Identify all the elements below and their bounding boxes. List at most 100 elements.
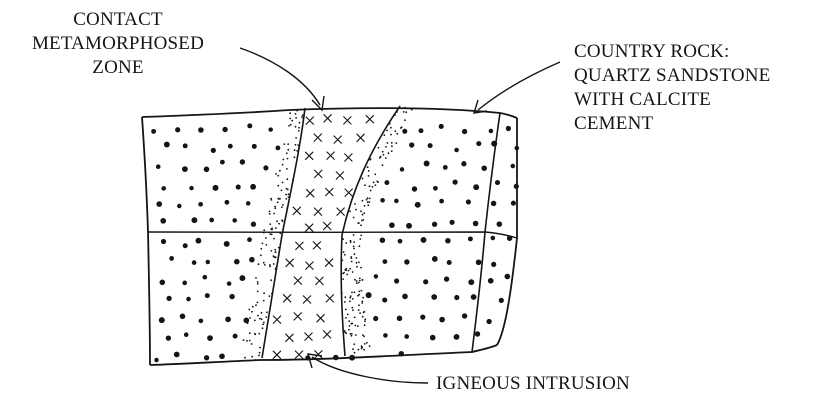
sand-grain-dot [507, 235, 512, 241]
stipple-dot [356, 257, 358, 259]
sand-grain-dot [488, 278, 494, 284]
stipple-dot [378, 147, 380, 149]
sand-grain-dot [404, 259, 409, 264]
stipple-dot [357, 222, 359, 224]
sand-grain-dot [439, 124, 444, 129]
sand-grain-dot [412, 186, 417, 191]
stipple-dot [344, 296, 346, 298]
sand-grain-dot [182, 281, 187, 286]
stipple-dot [358, 282, 360, 284]
stipple-dot [394, 130, 396, 132]
stipple-dot [374, 173, 376, 175]
stipple-dot [262, 243, 264, 245]
sand-grain-dot [249, 257, 255, 263]
sand-grain-dot [160, 218, 166, 224]
sand-grain-dot [189, 186, 193, 190]
stipple-dot [354, 352, 356, 354]
stipple-dot [349, 325, 351, 327]
stipple-dot [278, 247, 280, 249]
stipple-dot [282, 182, 284, 184]
stipple-dot [391, 142, 393, 144]
stipple-dot [249, 332, 251, 334]
stipple-dot [394, 114, 396, 116]
sand-grain-dot [476, 259, 482, 265]
sand-grain-dot [333, 355, 339, 361]
stipple-dot [363, 212, 365, 214]
sand-grain-dot [491, 262, 496, 267]
igneous-cross-mark [315, 277, 323, 285]
block-bottom-edge [150, 345, 497, 365]
sand-grain-dot [495, 180, 500, 185]
stipple-dot [404, 107, 406, 109]
leader-country-rock [478, 62, 560, 110]
stipple-dot [257, 302, 259, 304]
stipple-dot [362, 178, 364, 180]
stipple-dot [372, 186, 374, 188]
stipple-dot [351, 333, 353, 335]
stipple-dot [391, 150, 393, 152]
stipple-dot [295, 144, 297, 146]
stipple-dot [288, 193, 290, 195]
stipple-dot [288, 196, 290, 198]
stipple-dot [244, 357, 246, 359]
sand-grain-dot [462, 313, 467, 318]
sand-grain-dot [453, 180, 458, 185]
sand-grain-dot [240, 159, 245, 164]
stipple-dot [367, 204, 369, 206]
stipple-dot [257, 281, 259, 283]
sand-grain-dot [433, 186, 438, 191]
stipple-dot [274, 207, 276, 209]
stipple-dot [369, 159, 371, 161]
stipple-dot [252, 306, 254, 308]
sand-grain-dot [204, 355, 209, 360]
label-line: METAMORPHOSED [0, 32, 236, 56]
sand-grain-dot [205, 293, 210, 298]
stipple-dot [298, 147, 300, 149]
sand-grain-dot [432, 222, 437, 227]
sand-grain-dot [511, 201, 516, 206]
stipple-dot [287, 189, 289, 191]
stipple-dot [363, 349, 365, 351]
sand-grain-dot [380, 237, 386, 243]
stipple-dot [281, 206, 283, 208]
sand-grain-dot [160, 280, 166, 286]
stipple-dot [348, 329, 350, 331]
block-back-right-edge [497, 118, 517, 345]
stipple-dot [286, 207, 288, 209]
stipple-dot [360, 224, 362, 226]
stipple-dot [395, 142, 397, 144]
rock-block [142, 106, 519, 365]
sand-grain-dot [506, 126, 511, 131]
igneous-cross-mark [273, 316, 281, 324]
country-rock-dots [151, 123, 519, 362]
stipple-dot [353, 343, 355, 345]
stipple-dot [356, 266, 358, 268]
stipple-dot [356, 282, 358, 284]
stipple-dot [298, 127, 300, 129]
stipple-dot [382, 151, 384, 153]
stipple-dot [366, 199, 368, 201]
igneous-cross-mark [327, 152, 335, 160]
stipple-dot [367, 166, 369, 168]
stipple-dot [259, 318, 261, 320]
stipple-dot [359, 277, 361, 279]
stipple-dot [277, 185, 279, 187]
stipple-dot [260, 248, 262, 250]
sand-grain-dot [406, 223, 412, 229]
dyke-right-contact [341, 106, 400, 356]
stipple-dot [350, 256, 352, 258]
stipple-dot [389, 123, 391, 125]
stipple-dot [295, 113, 297, 115]
stipple-dot [345, 242, 347, 244]
stipple-dot [271, 293, 273, 295]
stipple-dot [263, 262, 265, 264]
sand-grain-dot [402, 294, 408, 300]
igneous-cross-mark [286, 259, 294, 267]
stipple-dot [288, 125, 290, 127]
bedding-plane-line [148, 232, 517, 238]
sand-grain-dot [180, 314, 186, 320]
stipple-dot [255, 277, 257, 279]
sand-grain-dot [398, 239, 403, 244]
igneous-cross-mark [305, 333, 313, 341]
stipple-dot [290, 124, 292, 126]
